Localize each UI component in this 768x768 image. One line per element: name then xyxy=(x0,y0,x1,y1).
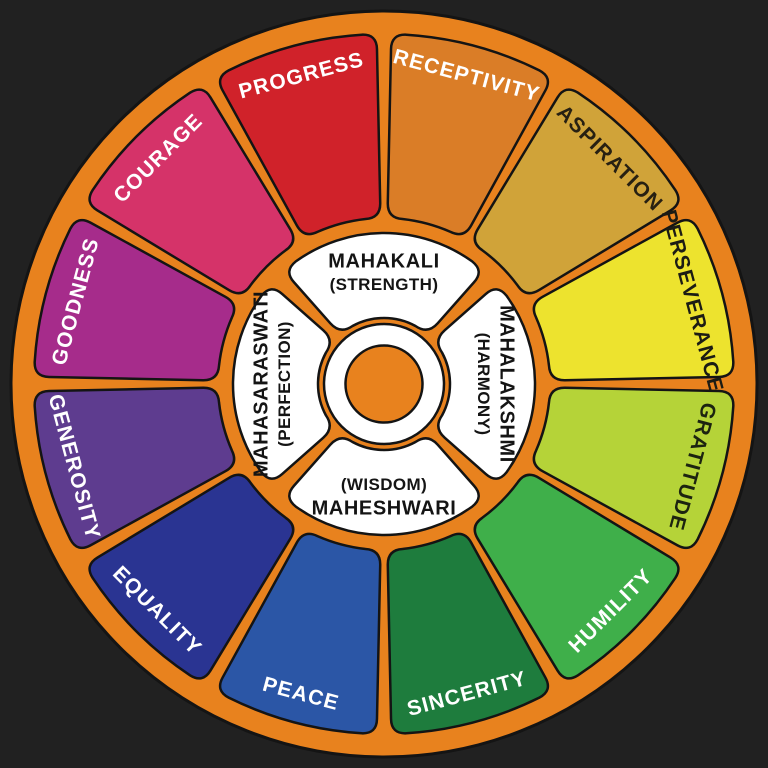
petal-aspiration xyxy=(473,88,680,295)
power-attribute-right: (HARMONY) xyxy=(474,333,493,436)
power-name-top: MAHAKALI xyxy=(328,251,439,273)
petal-progress xyxy=(218,33,382,236)
petal-receptivity xyxy=(386,33,550,236)
power-petal-top xyxy=(288,231,480,331)
power-attribute-bottom: (WISDOM) xyxy=(341,475,427,494)
power-attribute-top: (STRENGTH) xyxy=(330,275,439,294)
petal-peace xyxy=(218,532,382,735)
power-name-bottom: MAHESHWARI xyxy=(312,498,457,520)
power-name-right: MAHALAKSHMI xyxy=(496,305,518,463)
petal-goodness xyxy=(33,218,236,382)
power-petal-right xyxy=(437,288,537,480)
petal-generosity xyxy=(33,386,236,550)
power-petal-bottom xyxy=(288,437,480,537)
power-petal-left xyxy=(231,288,331,480)
power-attribute-left: (PERFECTION) xyxy=(275,321,294,447)
petal-gratitude xyxy=(532,386,735,550)
petal-sincerity xyxy=(386,532,550,735)
petal-humility xyxy=(473,473,680,680)
petal-perseverance xyxy=(532,218,735,382)
petal-equality xyxy=(88,473,295,680)
petal-courage xyxy=(88,88,295,295)
center-disc xyxy=(344,344,424,424)
power-name-left: MAHASARASWATI xyxy=(251,291,273,477)
